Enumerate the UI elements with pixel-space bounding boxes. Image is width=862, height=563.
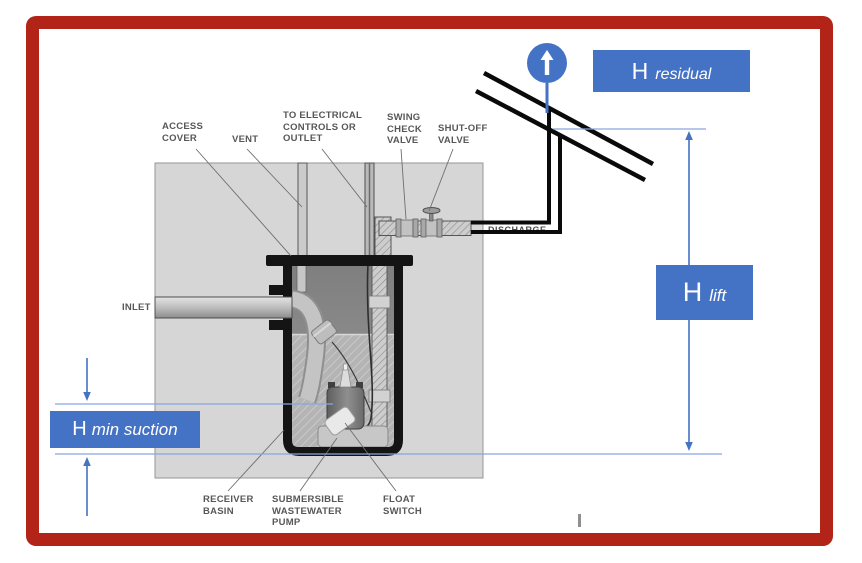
vent-pipe (297, 162, 308, 263)
label-float-switch: FLOAT SWITCH (383, 494, 422, 517)
float-switch (324, 406, 356, 436)
label-electrical: TO ELECTRICAL CONTROLS OR OUTLET (283, 110, 363, 144)
submersible-pump (317, 363, 389, 448)
label-access-cover: ACCESS COVER (162, 121, 204, 144)
label-swing-check-valve: SWING CHECK VALVE (387, 112, 423, 146)
h-symbol: H (682, 277, 703, 307)
label-inlet: INLET (122, 302, 151, 313)
discharge-riser (368, 263, 391, 429)
pressure-gauge (527, 43, 567, 113)
label-shut-off-valve: SHUT-OFF VALVE (438, 123, 488, 146)
text-cursor (578, 514, 581, 527)
inlet-drop-pipe (289, 289, 326, 404)
h-subscript: min suction (91, 420, 178, 439)
up-arrow-icon (540, 50, 554, 75)
annotation-h-residual: H residual (593, 50, 750, 92)
h-symbol: H (72, 418, 87, 440)
swing-check-valve (395, 218, 419, 238)
access-cover-lid (266, 255, 413, 266)
leader-lines (195, 148, 454, 492)
label-submersible-pump: SUBMERSIBLE WASTEWATER PUMP (272, 494, 344, 528)
sloped-pipe (474, 71, 655, 182)
h-min-suction-arrows (83, 358, 91, 516)
h-subscript: lift (709, 286, 727, 305)
float (311, 319, 372, 413)
vent-stub (296, 261, 307, 293)
shut-off-valve (420, 207, 443, 238)
h-subscript: residual (655, 66, 712, 83)
h-symbol: H (631, 58, 649, 84)
inlet-pipe (154, 296, 293, 319)
annotation-h-lift: H lift (656, 265, 753, 320)
annotation-h-min-suction: H min suction (50, 411, 200, 448)
receiver-basin-shell (266, 255, 413, 456)
discharge-route (471, 110, 562, 234)
label-vent: VENT (232, 134, 259, 145)
label-receiver-basin: RECEIVER BASIN (203, 494, 254, 517)
electrical-conduit (364, 162, 375, 263)
